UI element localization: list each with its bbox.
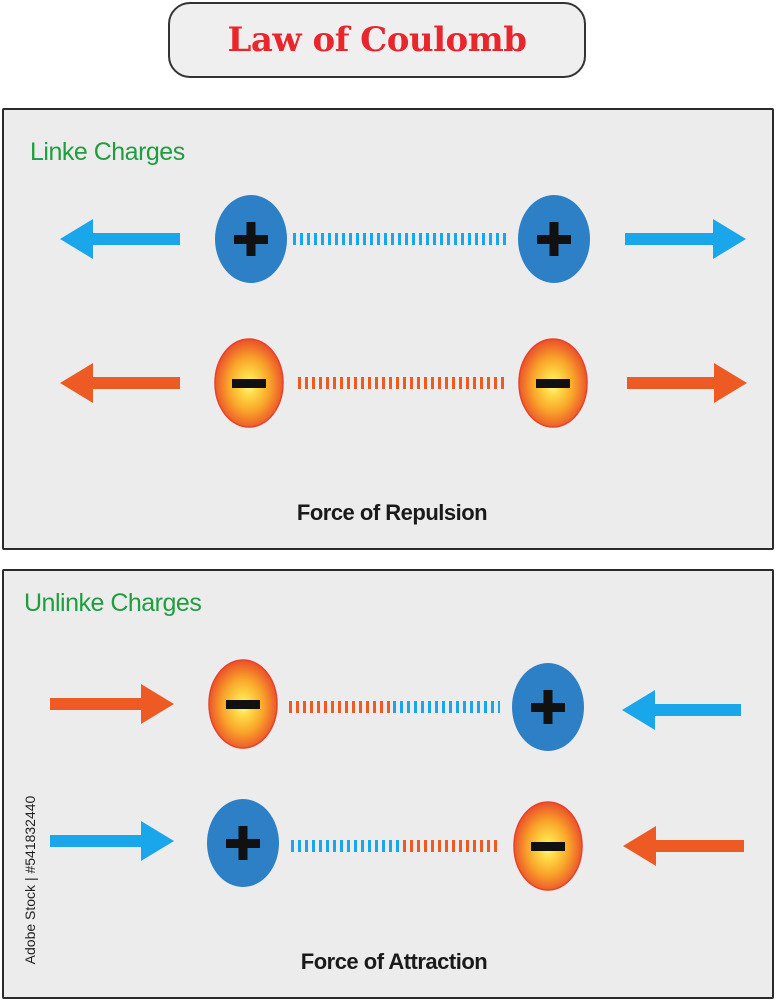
- negative-charge-2-minus: [536, 379, 570, 388]
- attract-arrow-in-blue-2-shaft: [50, 835, 141, 847]
- repel-arrow-left-blue-shaft: [93, 233, 180, 245]
- repel-arrow-left-orange-head: [60, 363, 93, 403]
- attract-arrow-in-orange-2-shaft: [656, 840, 744, 852]
- repel-arrow-right-blue-shaft: [625, 233, 713, 245]
- repel-arrow-left-orange-shaft: [93, 377, 180, 389]
- stock-watermark: Adobe Stock | #541832440: [22, 795, 38, 965]
- repel-arrow-right-orange-head: [714, 363, 747, 403]
- like-charges-heading: Linke Charges: [30, 138, 185, 166]
- attract-arrow-in-orange-shaft: [50, 698, 141, 710]
- repulsion-caption: Force of Repulsion: [296, 500, 488, 525]
- repel-arrow-right-blue-head: [713, 219, 746, 259]
- attract-arrow-in-blue-shaft: [655, 704, 741, 716]
- positive-charge-4-plus-v: [238, 826, 248, 860]
- positive-charge-2-plus-v: [549, 222, 559, 256]
- page-title: Law of Coulomb: [227, 20, 527, 60]
- repel-arrow-left-blue-head: [60, 219, 93, 259]
- negative-charge-3-minus: [226, 700, 260, 709]
- unlike-charges-heading: Unlinke Charges: [24, 589, 202, 617]
- attract-arrow-in-blue-2-head: [141, 821, 174, 861]
- like-charges-panel: Linke Charges Force of Repulsion: [2, 108, 774, 550]
- attract-arrow-in-orange-head: [141, 684, 174, 724]
- unlike-charges-panel: Unlinke Charges Force of Attraction: [2, 569, 774, 999]
- title-box: Law of Coulomb: [168, 2, 586, 78]
- negative-charge-4-minus: [531, 842, 565, 851]
- positive-charge-1-plus-v: [246, 222, 256, 256]
- repel-arrow-right-orange-shaft: [627, 377, 714, 389]
- attraction-caption: Force of Attraction: [300, 949, 488, 974]
- positive-charge-3-plus-v: [543, 690, 553, 724]
- attract-arrow-in-orange-2-head: [623, 826, 656, 866]
- negative-charge-1-minus: [232, 379, 266, 388]
- attract-arrow-in-blue-head: [622, 690, 655, 730]
